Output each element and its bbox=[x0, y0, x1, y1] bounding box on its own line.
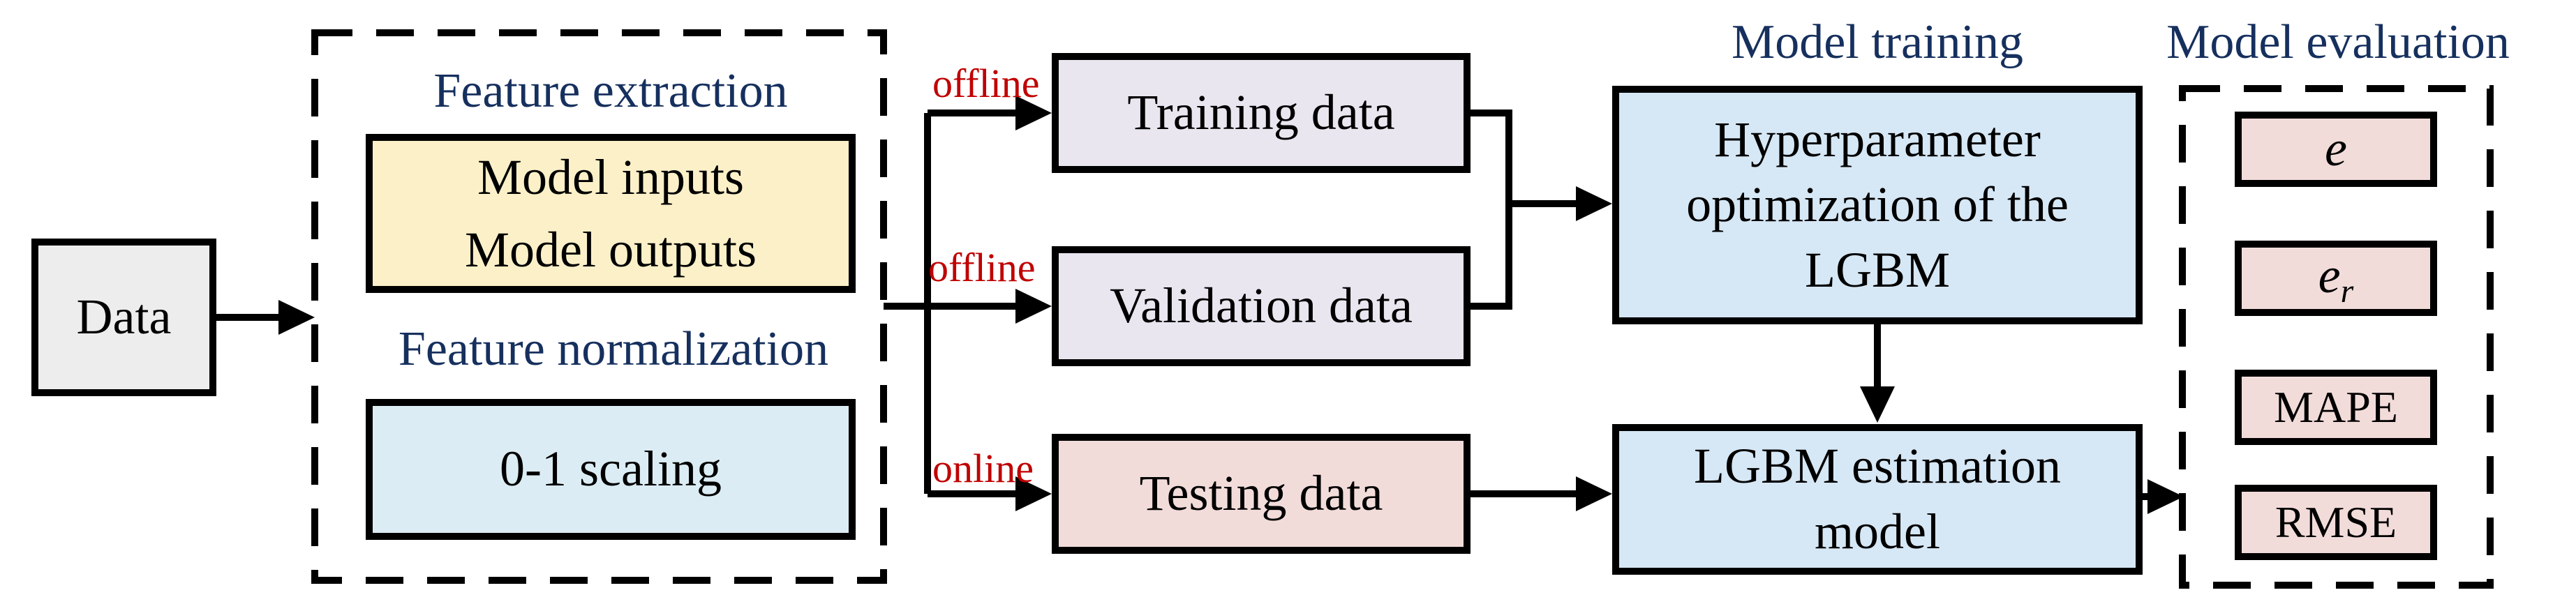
arrowhead-to-hyperparam bbox=[1576, 186, 1612, 221]
data-node-label: Data bbox=[76, 289, 172, 345]
metric-er-label: er bbox=[2318, 243, 2354, 313]
hyperparam-line-3: LGBM bbox=[1804, 241, 1951, 298]
scaling-node: 0-1 scaling bbox=[366, 399, 856, 540]
metric-er-base: e bbox=[2318, 247, 2341, 303]
model-inputs-label: Model inputs bbox=[477, 149, 744, 205]
lgbm-line-2: model bbox=[1815, 504, 1940, 559]
feature-normalization-title: Feature normalization bbox=[398, 322, 829, 376]
arrowhead-to-lgbm-top bbox=[1860, 386, 1895, 423]
validation-data-node: Validation data bbox=[1052, 246, 1471, 366]
scaling-node-label: 0-1 scaling bbox=[500, 441, 722, 497]
edge-label-online-testing: online bbox=[932, 446, 1034, 491]
lgbm-estimation-model-node: LGBM estimation model bbox=[1612, 424, 2143, 575]
hyperparam-line-1: Hyperparameter bbox=[1714, 111, 2041, 167]
model-evaluation-dashed-frame bbox=[2179, 85, 2494, 589]
arrowhead-data-to-feature bbox=[278, 300, 315, 335]
hyperparameter-optimization-node: Hyperparameter optimization of the LGBM bbox=[1612, 86, 2143, 324]
arrowhead-to-training bbox=[1015, 96, 1052, 130]
validation-data-label: Validation data bbox=[1110, 278, 1413, 334]
testing-data-label: Testing data bbox=[1139, 465, 1383, 522]
model-outputs-label: Model outputs bbox=[464, 222, 757, 278]
metric-mape-label: MAPE bbox=[2274, 382, 2398, 432]
metric-rmse-label: RMSE bbox=[2275, 497, 2397, 548]
arrowhead-testing-to-lgbm bbox=[1576, 476, 1612, 511]
metric-e-label: e bbox=[2325, 121, 2347, 177]
testing-data-node: Testing data bbox=[1052, 434, 1471, 554]
metric-mape-node: MAPE bbox=[2235, 370, 2437, 445]
model-io-node: Model inputs Model outputs bbox=[366, 134, 856, 293]
feature-extraction-title: Feature extraction bbox=[433, 64, 788, 118]
arrowhead-to-evaluation bbox=[2147, 479, 2184, 514]
arrowhead-to-testing bbox=[1015, 476, 1052, 511]
model-evaluation-title: Model evaluation bbox=[2166, 15, 2510, 69]
data-node: Data bbox=[31, 239, 216, 396]
edge-label-offline-validation: offline bbox=[928, 245, 1036, 290]
lgbm-line-1: LGBM estimation bbox=[1694, 438, 2061, 495]
edge-label-offline-training: offline bbox=[932, 61, 1040, 106]
metric-rmse-node: RMSE bbox=[2235, 485, 2437, 560]
metric-er-node: er bbox=[2235, 241, 2437, 316]
edge-merge-bracket bbox=[1468, 110, 1512, 310]
metric-e-node: e bbox=[2235, 112, 2437, 187]
training-data-node: Training data bbox=[1052, 53, 1471, 173]
arrowhead-to-validation bbox=[1015, 289, 1052, 324]
training-data-label: Training data bbox=[1127, 84, 1395, 141]
metric-er-subscript: r bbox=[2340, 272, 2354, 310]
hyperparam-line-2: optimization of the bbox=[1686, 176, 2069, 233]
model-training-title: Model training bbox=[1732, 15, 2023, 69]
